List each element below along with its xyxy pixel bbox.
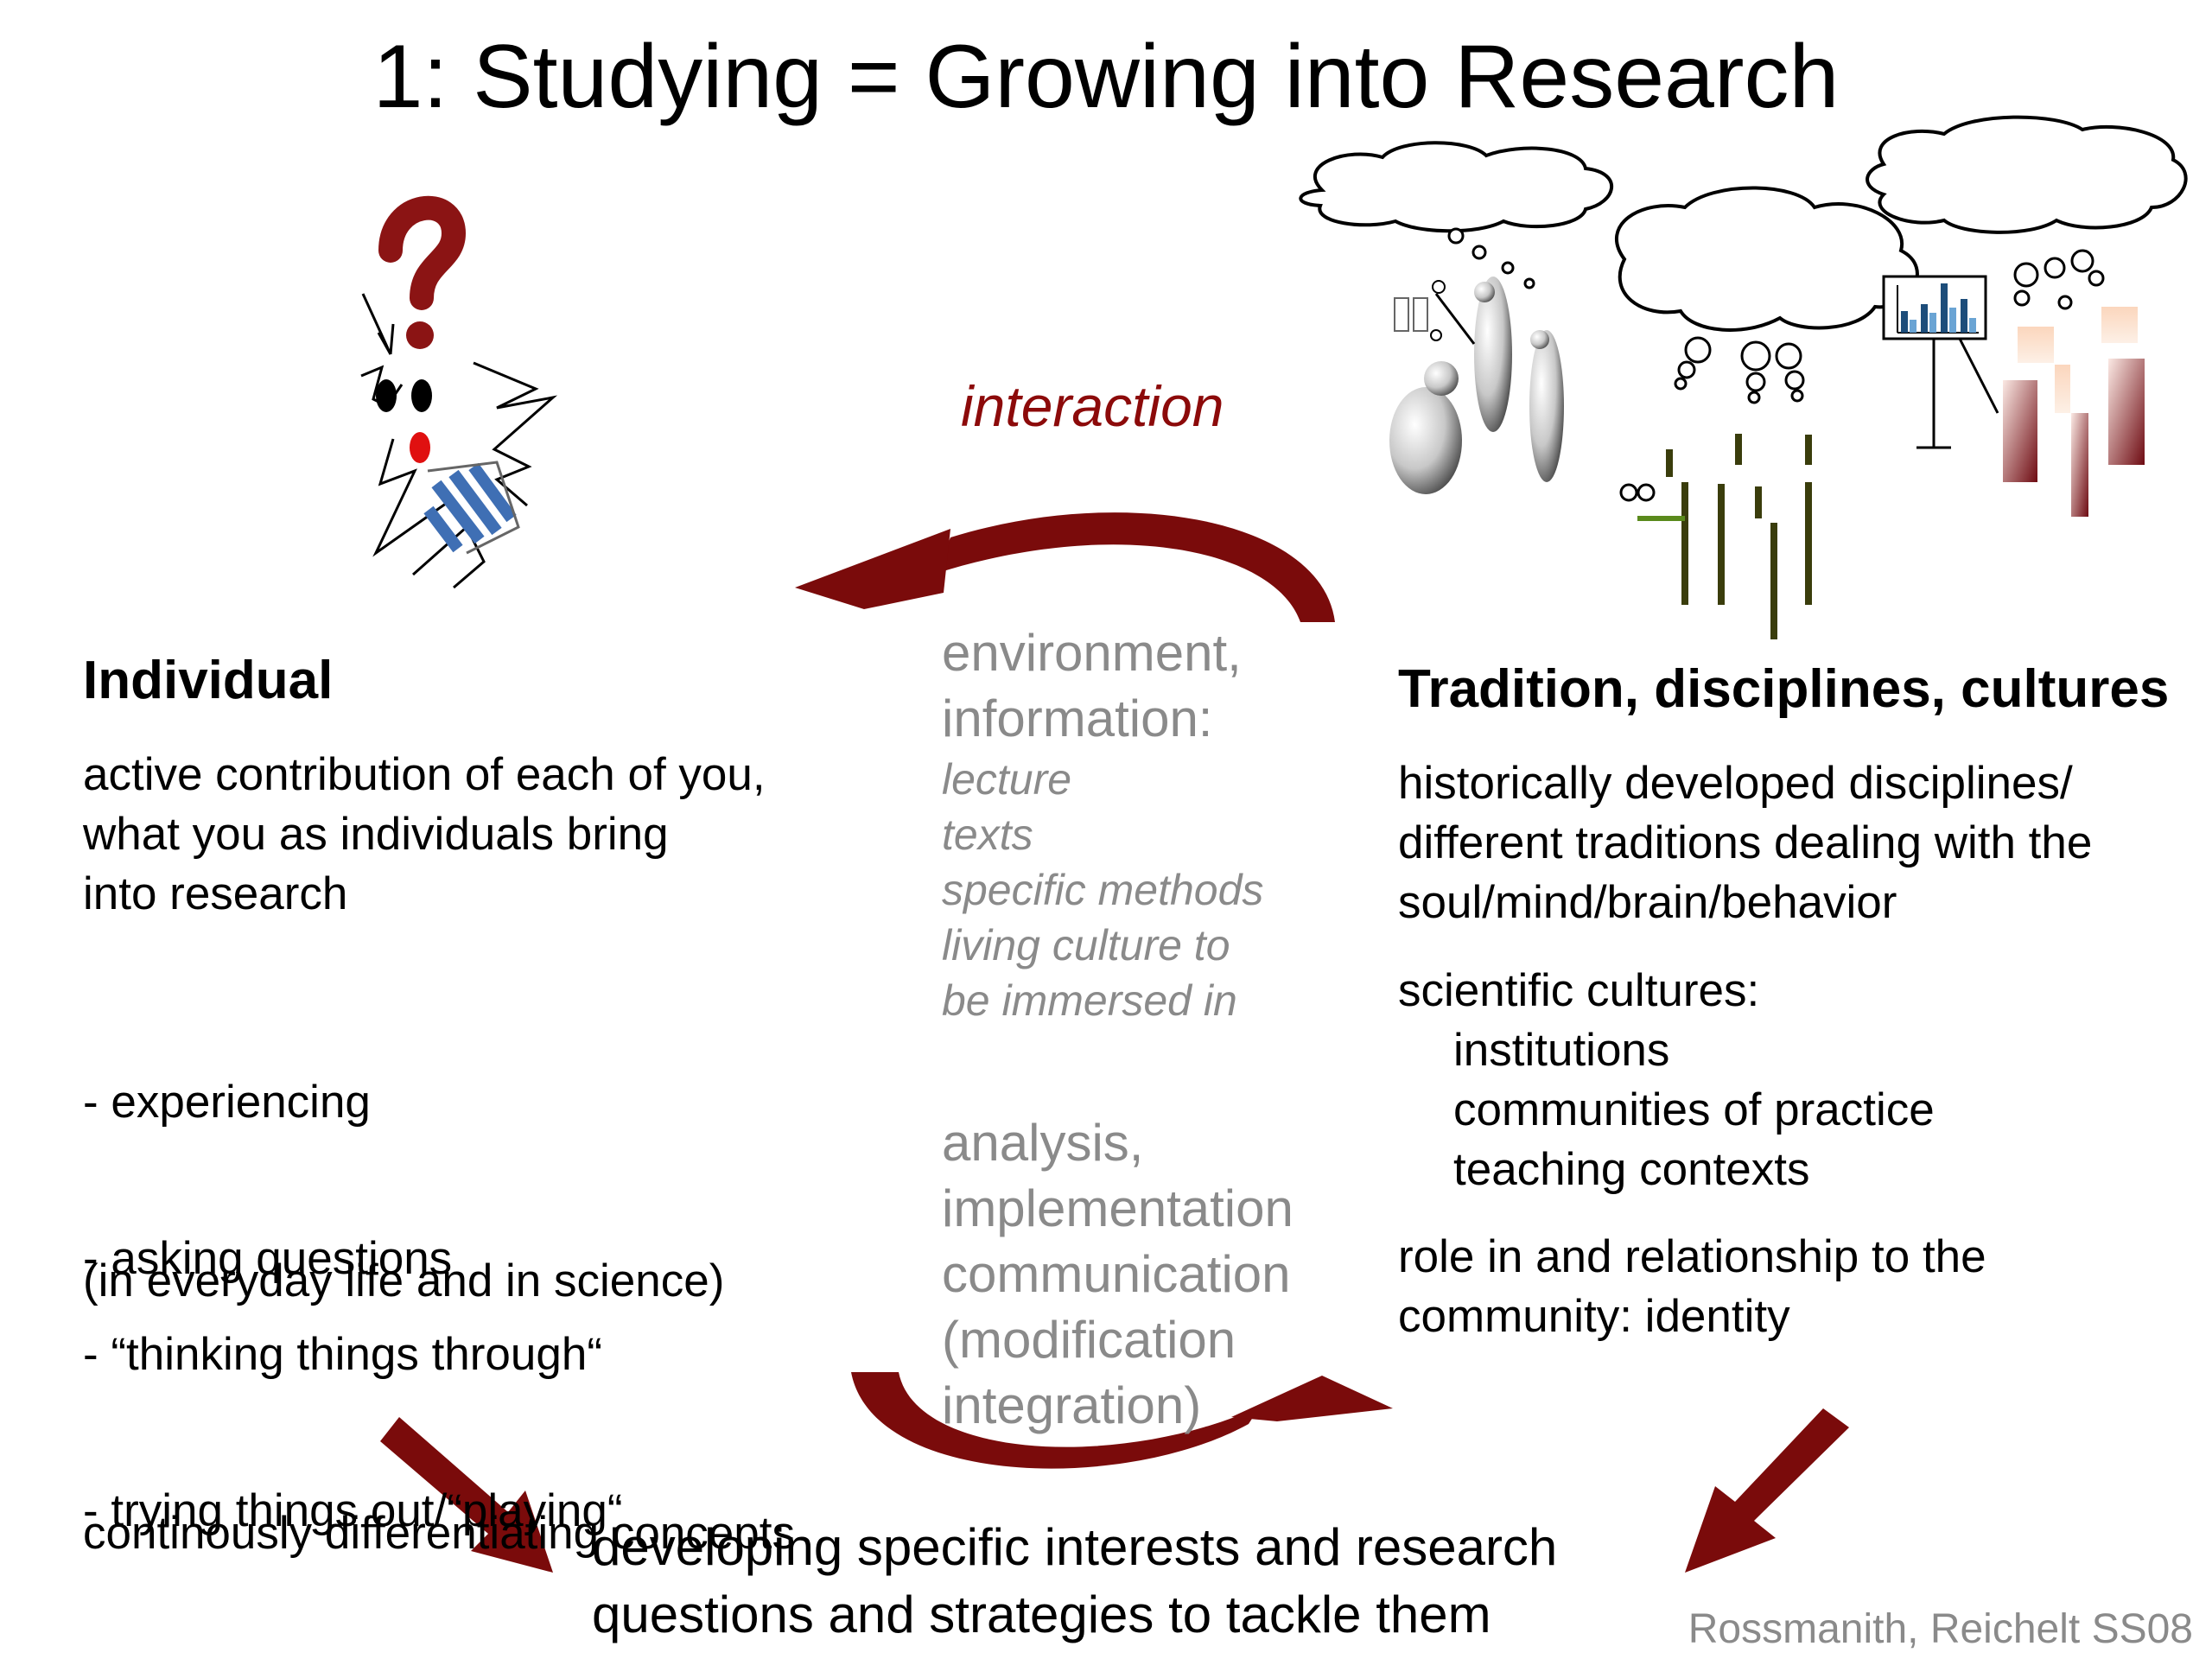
curved-arrow-icon [851, 1372, 1393, 1469]
interaction-label: interaction [961, 374, 1224, 438]
environment-list: lecture texts specific methods living cu… [942, 755, 1264, 1025]
straight-arrow-icon [380, 1417, 553, 1573]
individual-intro: active contribution of each of you, what… [83, 749, 766, 919]
individual-point-trying: - trying things out/“playing“ [83, 1485, 623, 1536]
thought-bubbles-icon [1447, 227, 2105, 404]
mouth-icon [410, 432, 430, 463]
tradition-para-cultures: scientific cultures: institutions commun… [1398, 965, 1935, 1195]
individual-heading: Individual [83, 651, 334, 710]
grey-figures-icon [1389, 276, 1564, 494]
tradition-para-disciplines: historically developed disciplines/ diff… [1398, 758, 2093, 928]
eyes-icon [1619, 483, 1656, 502]
individual-point-experiencing: - experiencing (in everyday life and in … [83, 1077, 725, 1306]
individual-point-thinking: - “thinking things through“ continously … [83, 1329, 795, 1559]
tradition-heading: Tradition, disciplines, cultures [1398, 659, 2170, 719]
gradient-bars-icon [2003, 307, 2145, 517]
thought-cloud-icon [1615, 186, 1919, 332]
individual-point-asking: - asking questions [83, 1233, 453, 1284]
thought-arrow-icon [361, 293, 395, 355]
individual-figure-icon [360, 361, 558, 589]
process-list: analysis, implementation communication (… [942, 1114, 1294, 1434]
environment-heading: environment, information: [942, 624, 1242, 747]
striped-paper-icon [423, 462, 517, 553]
bar-chart-icon [1882, 275, 1999, 449]
thought-cloud-icon [1299, 141, 1614, 233]
curved-arrow-icon [795, 512, 1335, 622]
question-mark-icon [378, 195, 467, 349]
credit-line: Rossmanith, Reichelt SS08 [1688, 1606, 2193, 1652]
straight-arrow-icon [1685, 1408, 1849, 1573]
slide-title: 1: Studying = Growing into Research [372, 27, 1840, 127]
tradition-para-identity: role in and relationship to the communit… [1398, 1231, 1986, 1342]
bottom-conclusion: developing specific interests and resear… [592, 1518, 1558, 1643]
stick-figures-icon [1637, 434, 1812, 639]
thought-cloud-icon [1866, 115, 2188, 234]
